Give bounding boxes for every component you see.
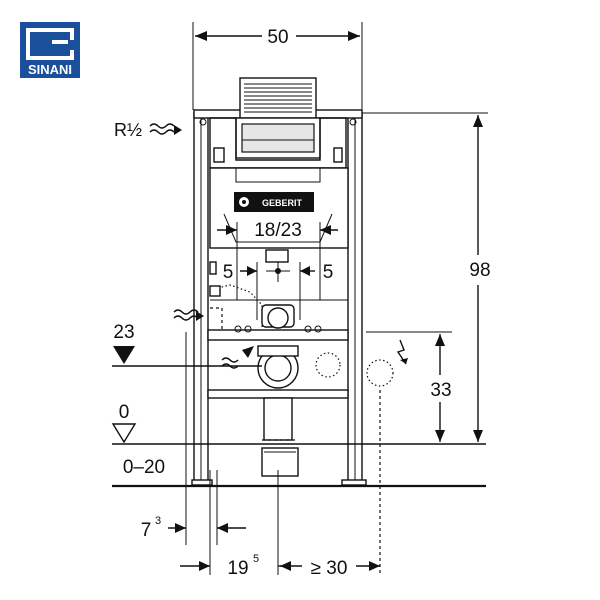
width-top-label: 50: [267, 27, 288, 48]
dim-7-3-sup: 3: [155, 515, 161, 527]
dim-height-total: 98: [362, 112, 491, 442]
dim-19-5-sup: 5: [253, 553, 259, 565]
height-total-label: 98: [469, 260, 490, 281]
brand-plate: GEBERIT: [262, 198, 303, 208]
dim-min-30-label: ≥ 30: [311, 558, 348, 579]
actuator-plate: [235, 77, 321, 159]
level-0-label: 0: [119, 402, 130, 423]
sinani-logo: SINANI: [20, 22, 80, 78]
drain-area: [209, 261, 348, 333]
logo-text: SINANI: [28, 62, 72, 77]
dim-19-5-main: 19: [227, 558, 248, 579]
range-label: 0–20: [123, 457, 165, 478]
dim-min-30: ≥ 30: [280, 558, 380, 579]
inlet-label: R½: [114, 120, 142, 140]
offset-right-label: 5: [323, 262, 334, 283]
outlet-pipe: [257, 345, 299, 477]
height-33-label: 33: [430, 380, 451, 401]
level-23-group: 23: [112, 322, 262, 367]
floor-group: 0–20: [112, 457, 486, 488]
dim-width-top: 50: [192, 22, 363, 110]
dim-19-5: 19 5: [180, 553, 282, 579]
electrical-boxes: [315, 339, 408, 387]
level-0-group: 0: [111, 402, 486, 445]
cistern: GEBERIT: [209, 117, 349, 263]
dim-inner-width: 18/23: [217, 220, 338, 300]
dim-offsets: 5 5: [223, 262, 334, 320]
bottom-guides: [185, 332, 381, 575]
dim-7-3: 7 3: [141, 515, 246, 541]
level-23-label: 23: [113, 322, 134, 343]
waste-flow-markers: [173, 309, 254, 369]
dim-height-33: 33: [366, 331, 452, 442]
dim-7-3-main: 7: [141, 520, 152, 541]
inner-width-label: 18/23: [254, 220, 302, 241]
offset-left-label: 5: [223, 262, 234, 283]
inlet-label-group: R½: [114, 120, 182, 140]
